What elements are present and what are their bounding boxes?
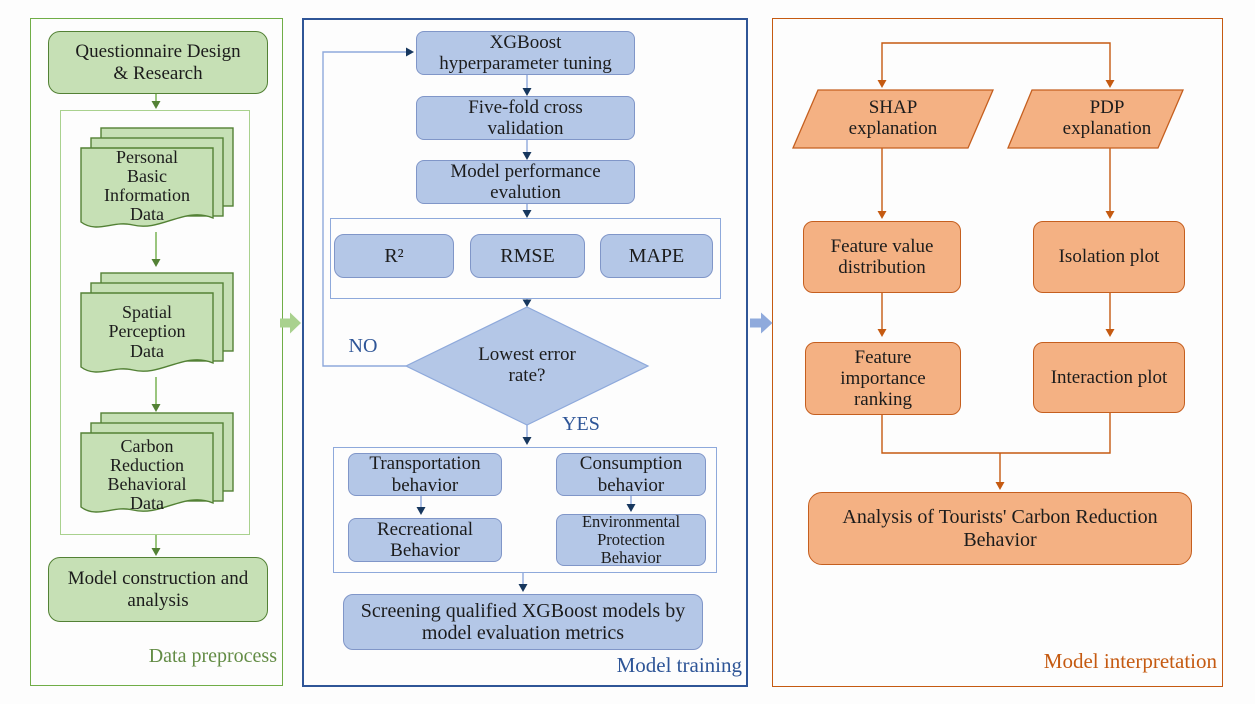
data-group-frame: [60, 110, 250, 535]
decision-label: Lowest error rate?: [478, 344, 576, 386]
performance-evaluation-node: Model performance evalution: [416, 160, 635, 204]
model-training-panel: [302, 18, 748, 687]
metric-mape-node: MAPE: [600, 234, 713, 278]
spatial-data-label: Spatial Perception Data: [108, 302, 186, 361]
metric-r2-node: R²: [334, 234, 454, 278]
analysis-node: Analysis of Tourists' Carbon Reduction B…: [808, 492, 1192, 565]
recreational-behavior-node: Recreational Behavior: [348, 518, 502, 562]
decision-yes-label: YES: [562, 413, 600, 435]
cross-validation-node: Five-fold cross validation: [416, 96, 635, 140]
model-interpretation-label: Model interpretation: [1043, 649, 1217, 673]
questionnaire-node: Questionnaire Design & Research: [48, 31, 268, 94]
behaviors-group-frame: [333, 447, 717, 573]
shap-explanation-label: SHAP explanation: [848, 97, 938, 139]
isolation-plot-node: Isolation plot: [1033, 221, 1185, 293]
model-training-label: Model training: [616, 653, 742, 677]
consumption-behavior-node: Consumption behavior: [556, 453, 706, 496]
carbon-data-label: Carbon Reduction Behavioral Data: [107, 435, 187, 514]
environmental-behavior-node: Environmental Protection Behavior: [556, 513, 706, 566]
data-preprocess-label: Data preprocess: [148, 645, 277, 667]
xgboost-tuning-node: XGBoost hyperparameter tuning: [416, 31, 635, 75]
metric-rmse-node: RMSE: [470, 234, 585, 278]
preprocess-to-training-arrow-icon: [280, 312, 301, 334]
decision-no-label: NO: [348, 335, 378, 357]
pdp-explanation-label: PDP explanation: [1062, 97, 1152, 139]
personal-data-label: Personal Basic Information Data: [104, 146, 190, 225]
feature-value-distribution-node: Feature value distribution: [803, 221, 961, 293]
model-interpretation-panel: [772, 18, 1223, 687]
model-construction-node: Model construction and analysis: [48, 557, 268, 622]
data-preprocess-panel: [30, 18, 283, 686]
training-to-interpretation-arrow-icon: [750, 312, 773, 334]
interaction-plot-node: Interaction plot: [1033, 342, 1185, 413]
transportation-behavior-node: Transportation behavior: [348, 453, 502, 496]
screening-node: Screening qualified XGBoost models by mo…: [343, 594, 703, 650]
feature-importance-ranking-node: Feature importance ranking: [805, 342, 961, 415]
